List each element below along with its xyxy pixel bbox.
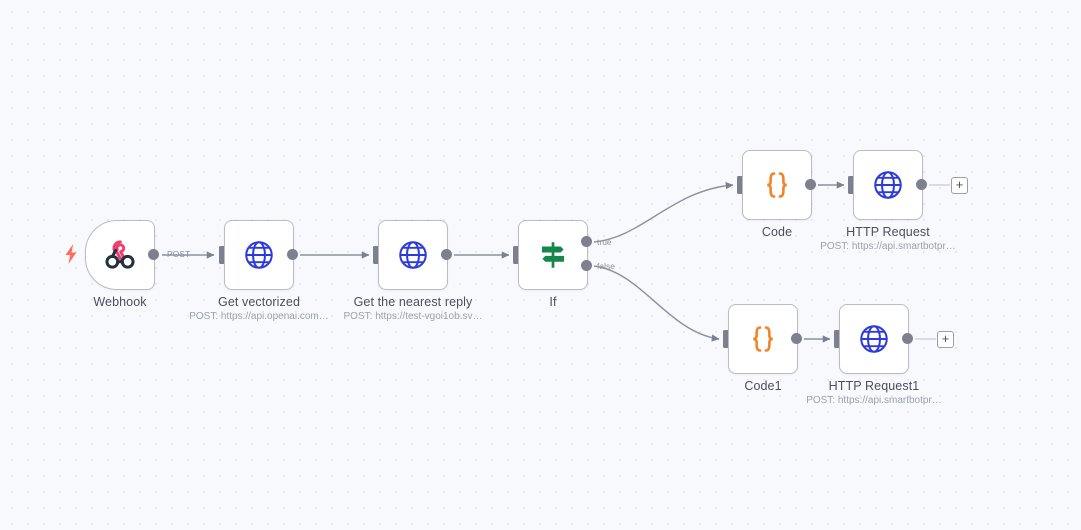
port-out-if-false[interactable] [581, 260, 592, 271]
port-in-get-the-nearest-reply[interactable] [373, 246, 379, 264]
code-braces-icon [753, 326, 773, 352]
node-code[interactable] [742, 150, 812, 220]
node-subtitle-http-request1: POST: https://api.smartbotpr… [806, 395, 942, 406]
signpost-icon [541, 242, 565, 268]
node-label-code: Code [761, 225, 793, 239]
globe-icon [860, 325, 888, 353]
port-label-if-false: false [597, 261, 615, 271]
code-braces-icon [767, 172, 787, 198]
node-http-request1[interactable] [839, 304, 909, 374]
trigger-bolt-icon [65, 244, 77, 264]
port-in-http-request1[interactable] [834, 330, 840, 348]
node-label-http-request1: HTTP Request1 [828, 379, 920, 393]
node-subtitle-http-request: POST: https://api.smartbotpr… [820, 241, 956, 252]
globe-icon [245, 241, 273, 269]
node-label-if: If [549, 295, 557, 309]
port-out-http-request[interactable] [916, 179, 927, 190]
node-label-http-request: HTTP Request [846, 225, 930, 239]
port-in-if[interactable] [513, 246, 519, 264]
node-subtitle-get-the-nearest-reply: POST: https://test-vgoi1ob.sv… [343, 311, 483, 322]
node-if[interactable] [518, 220, 588, 290]
node-webhook[interactable] [85, 220, 155, 290]
add-node-button-after-http-request1[interactable]: + [937, 331, 954, 348]
node-code1[interactable] [728, 304, 798, 374]
node-label-webhook: Webhook [93, 295, 147, 309]
port-out-code1[interactable] [791, 333, 802, 344]
port-out-get-the-nearest-reply[interactable] [441, 249, 452, 260]
port-in-get-vectorized[interactable] [219, 246, 225, 264]
port-out-get-vectorized[interactable] [287, 249, 298, 260]
globe-icon [874, 171, 902, 199]
port-out-http-request1[interactable] [902, 333, 913, 344]
globe-icon [399, 241, 427, 269]
port-out-webhook[interactable] [148, 249, 159, 260]
port-label-if-true: true [597, 237, 612, 247]
node-http-request[interactable] [853, 150, 923, 220]
node-subtitle-get-vectorized: POST: https://api.openai.com… [189, 311, 329, 322]
port-out-if-true[interactable] [581, 236, 592, 247]
add-node-button-after-http-request[interactable]: + [951, 177, 968, 194]
node-get-vectorized[interactable] [224, 220, 294, 290]
webhook-icon [105, 240, 135, 269]
node-label-get-the-nearest-reply: Get the nearest reply [353, 295, 473, 309]
port-in-code1[interactable] [723, 330, 729, 348]
port-in-http-request[interactable] [848, 176, 854, 194]
edge-label-post: POST [167, 249, 191, 259]
node-label-get-vectorized: Get vectorized [218, 295, 300, 309]
port-out-code[interactable] [805, 179, 816, 190]
node-get-the-nearest-reply[interactable] [378, 220, 448, 290]
node-label-code1: Code1 [744, 379, 782, 393]
port-in-code[interactable] [737, 176, 743, 194]
